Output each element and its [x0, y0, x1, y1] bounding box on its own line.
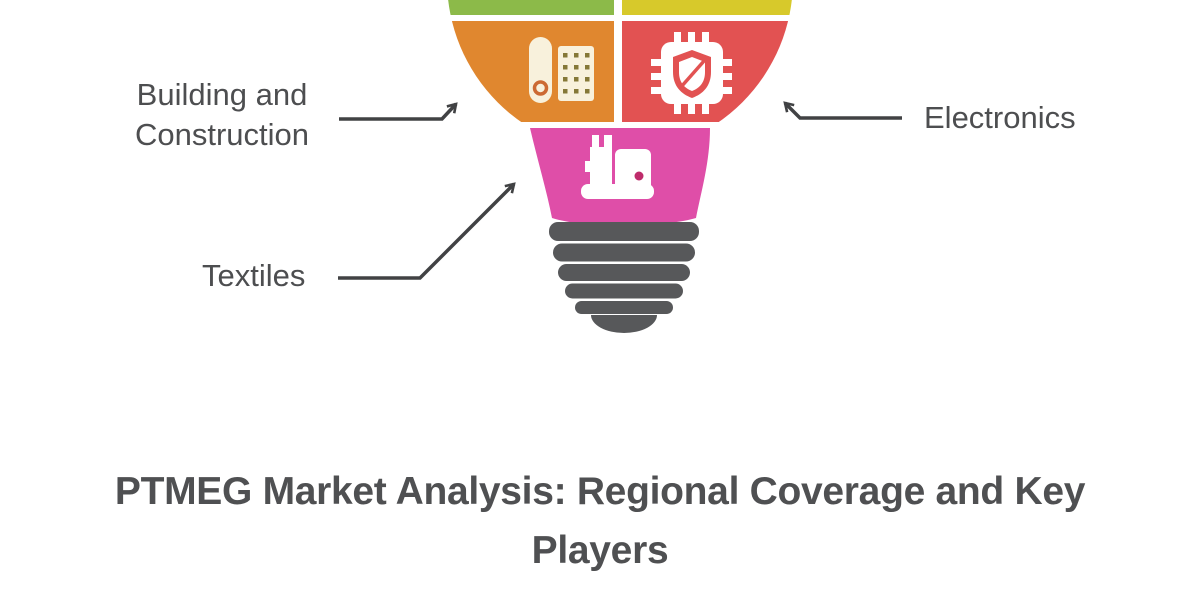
keypad-dots	[563, 53, 590, 94]
electronics-arrow	[783, 101, 902, 120]
segment-top-right	[622, 0, 793, 15]
textiles-arrow	[338, 182, 516, 280]
base-tip	[591, 315, 657, 333]
base-thread	[565, 283, 683, 299]
page-title-line2: Players	[531, 529, 669, 572]
textiles-label: Textiles	[202, 258, 306, 293]
sewing-machine-icon	[581, 135, 654, 199]
page-title-line1: PTMEG Market Analysis: Regional Coverage…	[114, 470, 1086, 513]
bulb-base	[549, 222, 699, 333]
sewing-wheel-dot	[634, 171, 644, 181]
callout-arrows	[338, 101, 902, 280]
building-arrow	[339, 102, 458, 121]
base-thread	[558, 264, 690, 281]
base-thread	[549, 222, 699, 241]
building-windows-icon	[529, 37, 594, 103]
handset-ring	[532, 80, 549, 96]
base-thread	[553, 243, 695, 262]
page-title: PTMEG Market Analysis: Regional Coverage…	[0, 462, 1200, 580]
bulb-globe	[447, 0, 793, 122]
building-construction-label: Building and Construction	[134, 77, 310, 152]
base-thread	[575, 301, 673, 314]
segment-top-left	[447, 0, 614, 15]
electronics-label: Electronics	[924, 100, 1076, 135]
shield-slash	[679, 59, 706, 89]
cpu-shield-icon	[651, 32, 732, 114]
